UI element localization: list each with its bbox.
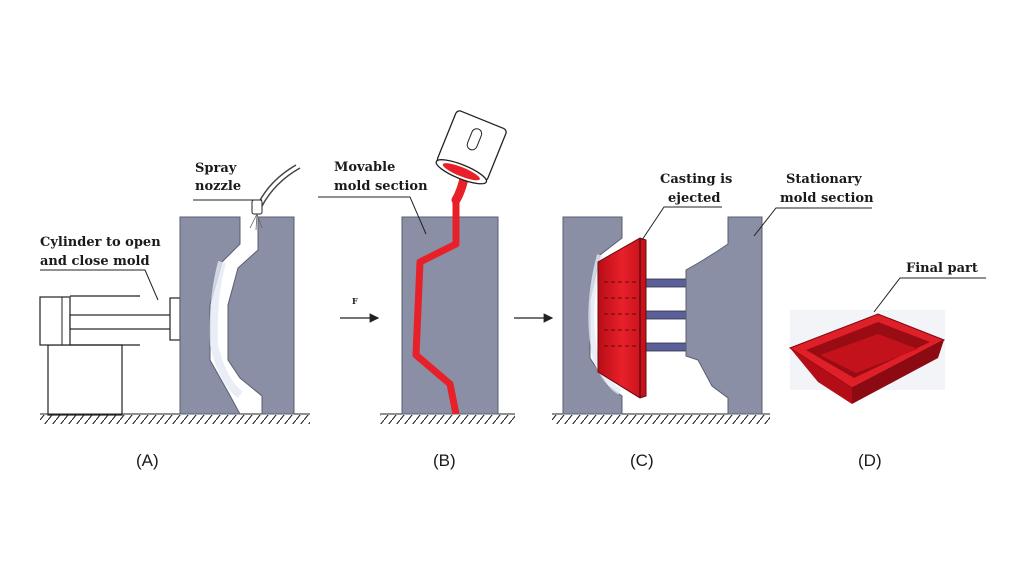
molten-metal	[412, 200, 460, 415]
panel-label-b: (B)	[433, 451, 456, 470]
ground-hatch-c	[552, 415, 770, 424]
ground-hatch	[40, 415, 310, 424]
ejector-pins	[639, 278, 687, 352]
casting-leader	[641, 206, 722, 241]
movable-label-1: Movable	[334, 160, 395, 175]
force-label: F	[352, 296, 358, 306]
ground-hatch-b	[380, 415, 515, 424]
final-part-icon	[788, 310, 946, 404]
ejected-casting	[597, 237, 647, 399]
final-part-label: Final part	[906, 261, 978, 276]
stationary-label-1: Stationary	[786, 172, 862, 187]
stationary-mold-c	[685, 216, 763, 415]
cylinder-label-2: and close mold	[40, 254, 150, 269]
movable-leader	[318, 196, 427, 235]
ladle-icon	[435, 110, 507, 185]
casting-label-2: ejected	[668, 191, 721, 206]
hydraulic-cylinder	[39, 295, 181, 416]
panel-label-c: (C)	[630, 451, 654, 470]
spray-label-1: Spray	[195, 161, 237, 176]
stationary-mold-a	[227, 216, 295, 415]
panel-label-a: (A)	[136, 451, 159, 470]
movable-label-2: mold section	[334, 179, 428, 194]
cylinder-leader	[40, 269, 159, 301]
movable-mold-c	[562, 216, 623, 415]
casting-label-1: Casting is	[660, 172, 732, 187]
panel-c	[552, 216, 770, 424]
spray-label-2: nozzle	[195, 179, 241, 194]
stationary-label-2: mold section	[780, 191, 874, 206]
final-part-leader	[873, 277, 986, 313]
stationary-leader	[753, 207, 872, 237]
panel-a	[39, 164, 310, 424]
panel-label-d: (D)	[858, 451, 882, 470]
cylinder-label-1: Cylinder to open	[40, 235, 161, 250]
panel-b	[380, 110, 515, 424]
